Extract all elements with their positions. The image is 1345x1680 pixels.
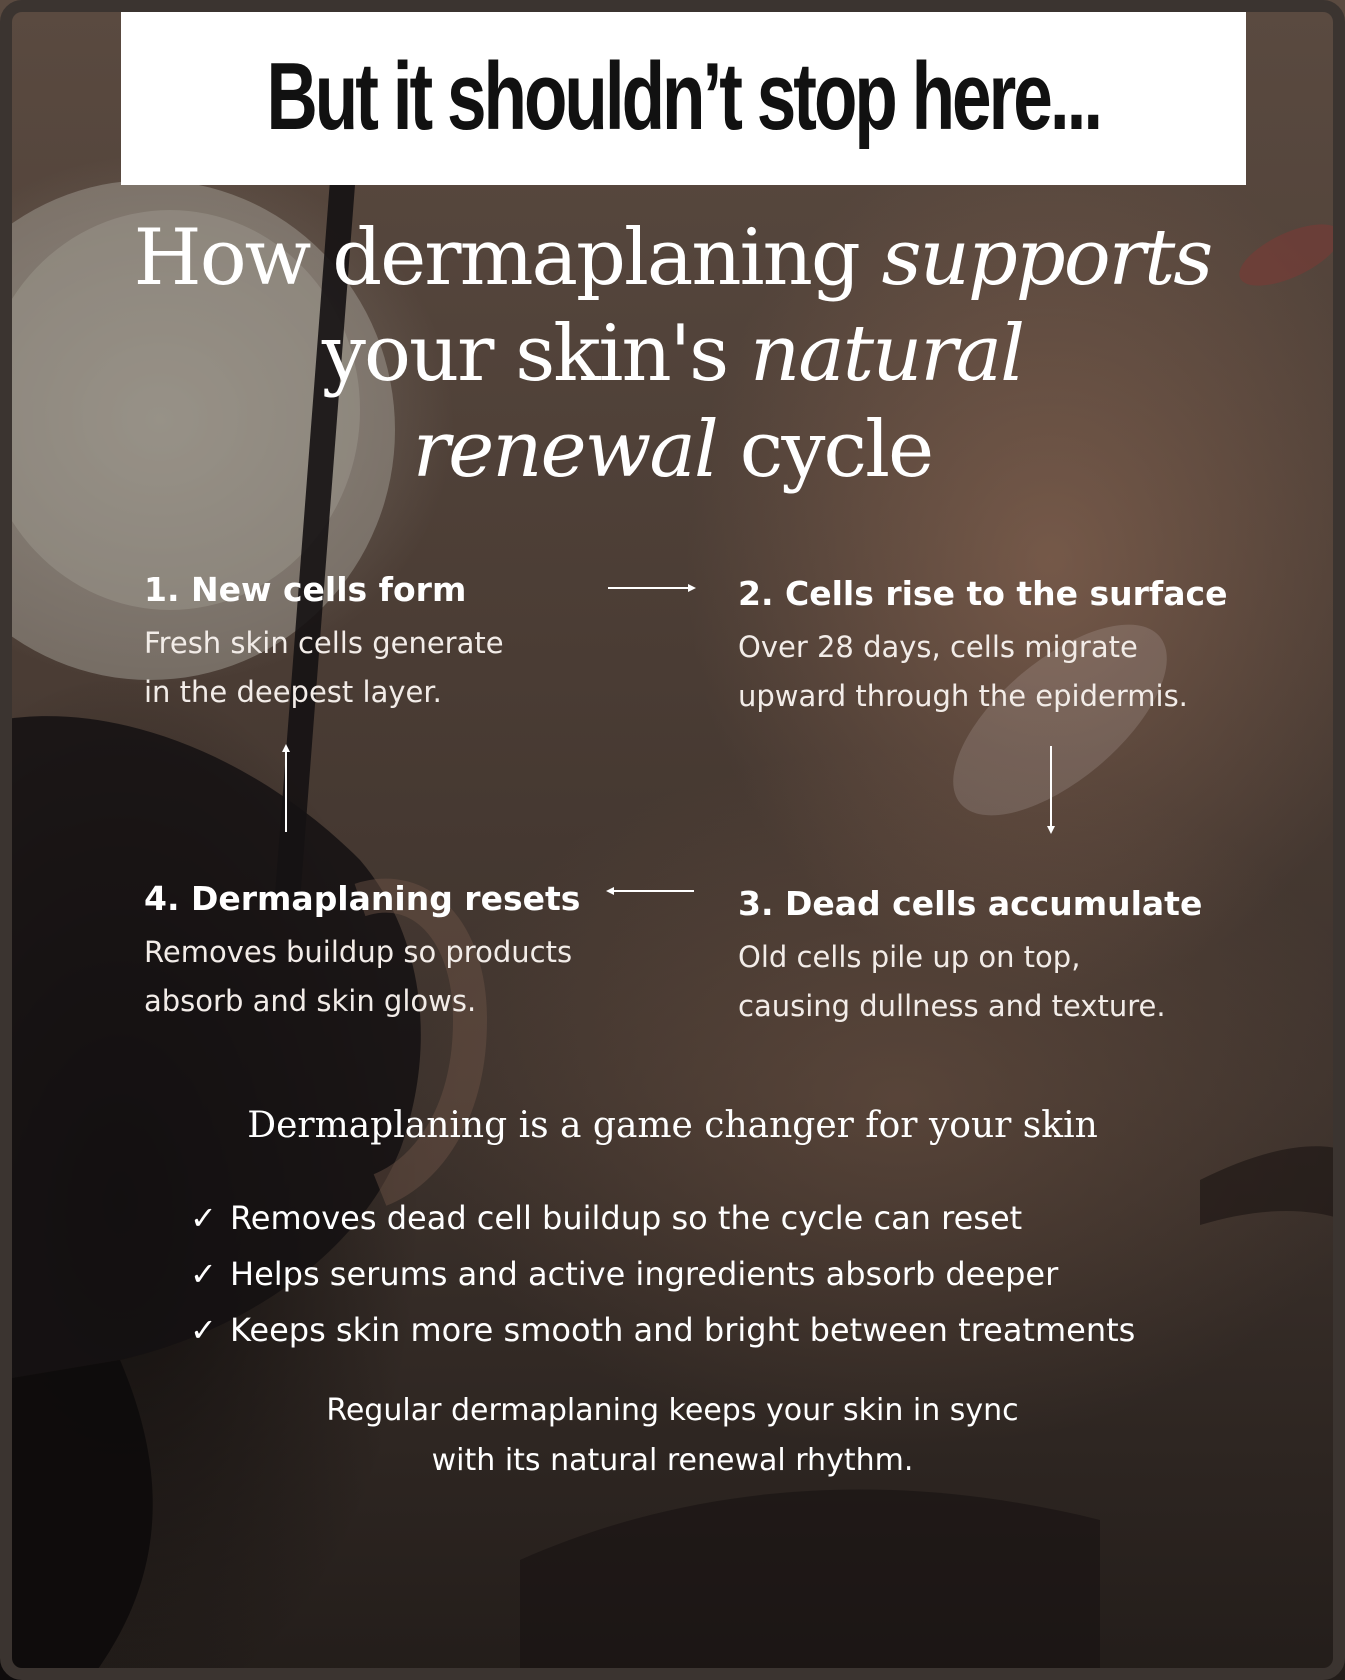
closing-statement: Regular dermaplaning keeps your skin in …	[0, 1386, 1345, 1486]
step-4-title: 4. Dermaplaning resets	[144, 879, 581, 918]
benefits-list: ✓ Removes dead cell buildup so the cycle…	[190, 1190, 1135, 1358]
benefit-text: Keeps skin more smooth and bright betwee…	[230, 1311, 1136, 1349]
section-subheading: Dermaplaning is a game changer for your …	[247, 1105, 1098, 1146]
benefit-text: Helps serums and active ingredients abso…	[230, 1255, 1059, 1293]
step-2-desc-line-1: Over 28 days, cells migrate	[738, 630, 1138, 664]
title-line-2: your skin's natural	[60, 306, 1285, 402]
step-4-desc-line-2: absorb and skin glows.	[144, 984, 477, 1018]
headline: But it shouldn’t stop here...	[266, 43, 1104, 150]
title-line-1-italic: supports	[881, 213, 1214, 303]
step-4-desc-line-1: Removes buildup so products	[144, 935, 573, 969]
closing-line-1: Regular dermaplaning keeps your skin in …	[326, 1393, 1019, 1428]
headline-banner: But it shouldn’t stop here...	[121, 9, 1246, 185]
title-line-2-plain: your skin's	[321, 309, 751, 399]
benefit-item: ✓ Keeps skin more smooth and bright betw…	[190, 1302, 1135, 1358]
title-line-2-italic: natural	[750, 309, 1025, 399]
benefit-item: ✓ Removes dead cell buildup so the cycle…	[190, 1190, 1135, 1246]
step-3-desc-line-1: Old cells pile up on top,	[738, 940, 1081, 974]
checkmark-icon: ✓	[190, 1255, 217, 1293]
step-1-desc-line-1: Fresh skin cells generate	[144, 626, 504, 660]
benefit-item: ✓ Helps serums and active ingredients ab…	[190, 1246, 1135, 1302]
step-4: 4. Dermaplaning resets Removes buildup s…	[144, 879, 580, 1026]
checkmark-icon: ✓	[190, 1199, 217, 1237]
title-line-1-plain: How dermaplaning	[133, 213, 882, 303]
step-1: 1. New cells form Fresh skin cells gener…	[144, 570, 504, 717]
title-line-3-plain: cycle	[716, 405, 935, 495]
arrow-down-icon	[1047, 746, 1055, 834]
step-2: 2. Cells rise to the surface Over 28 day…	[738, 574, 1228, 721]
step-2-title: 2. Cells rise to the surface	[738, 574, 1228, 613]
page-title: How dermaplaning supports your skin's na…	[60, 210, 1285, 498]
step-3: 3. Dead cells accumulate Old cells pile …	[738, 884, 1202, 1031]
arrow-up-icon	[282, 744, 290, 832]
step-2-desc-line-2: upward through the epidermis.	[738, 679, 1188, 713]
title-line-1: How dermaplaning supports	[60, 210, 1285, 306]
checkmark-icon: ✓	[190, 1311, 217, 1349]
arrow-right-icon	[608, 584, 696, 592]
benefit-text: Removes dead cell buildup so the cycle c…	[230, 1199, 1023, 1237]
step-3-desc-line-2: causing dullness and texture.	[738, 989, 1166, 1023]
step-1-title: 1. New cells form	[144, 570, 467, 609]
arrow-left-icon	[606, 887, 694, 895]
closing-line-2: with its natural renewal rhythm.	[431, 1443, 914, 1478]
step-3-title: 3. Dead cells accumulate	[738, 884, 1203, 923]
step-1-desc-line-2: in the deepest layer.	[144, 675, 442, 709]
title-line-3-italic: renewal	[412, 405, 719, 495]
title-line-3: renewal cycle	[60, 402, 1285, 498]
